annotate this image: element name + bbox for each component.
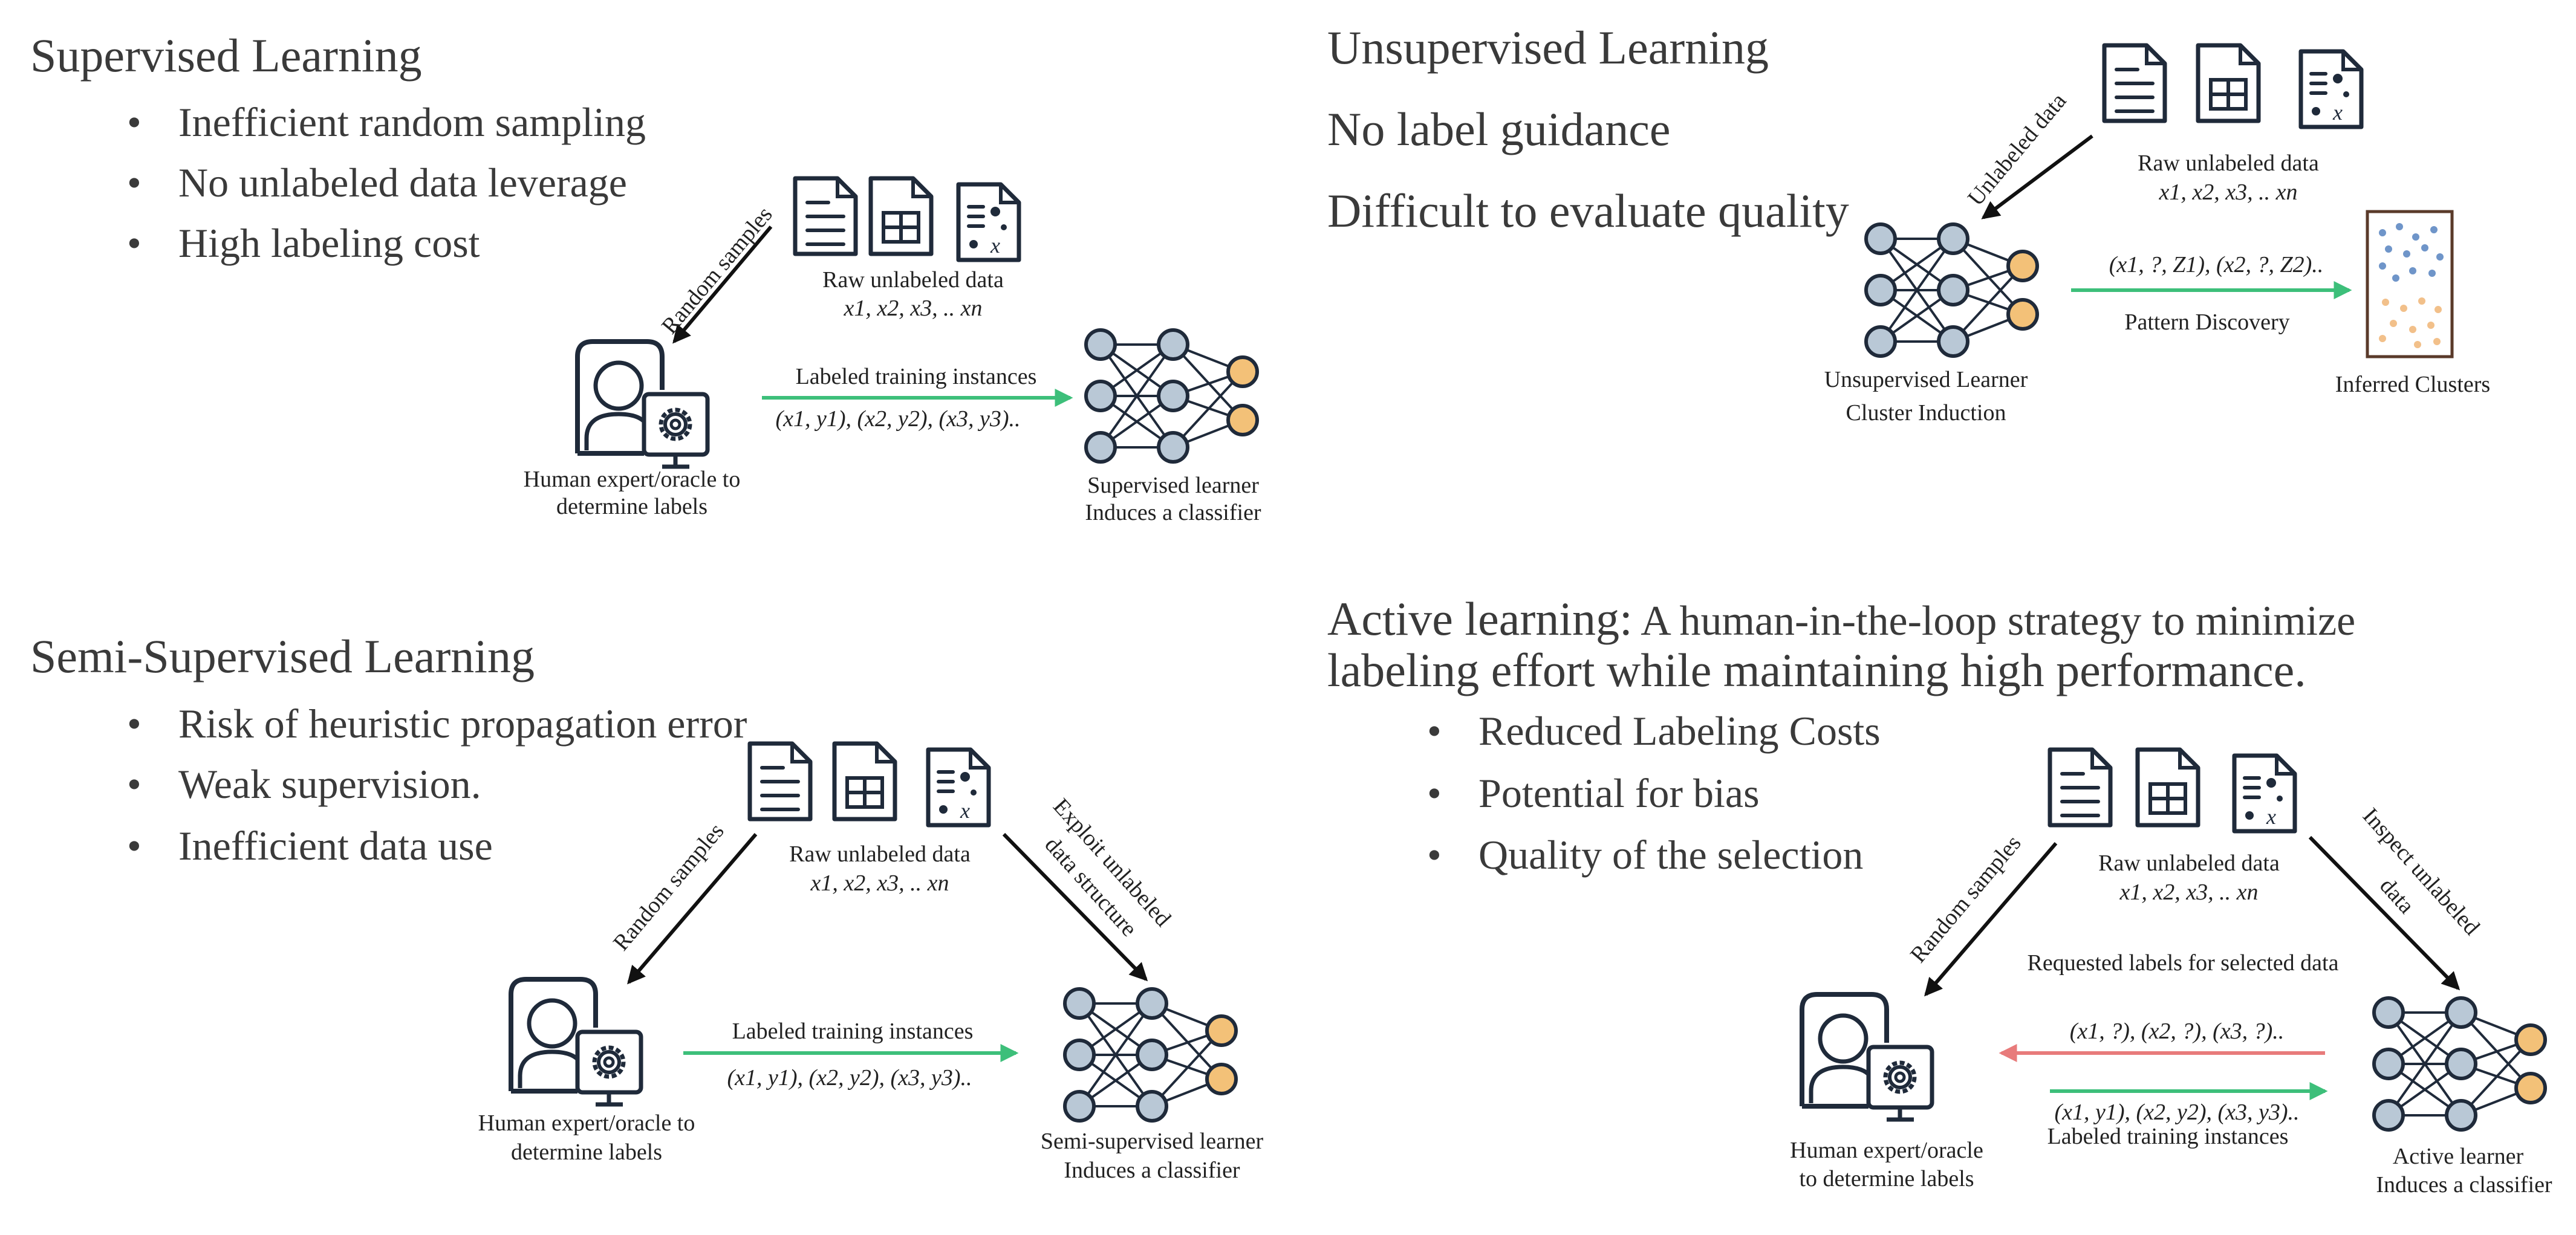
neural-network-icon: [1866, 224, 2037, 356]
learner-label-line2: Induces a classifier: [1064, 1158, 1240, 1183]
learner-label-line1: Supervised learner: [1087, 473, 1259, 498]
human-expert-icon: [511, 979, 641, 1104]
bullet-item: No unlabeled data leverage: [178, 160, 627, 206]
semi-heading: Semi-Supervised Learning: [30, 630, 535, 682]
table-document-icon: [834, 744, 895, 819]
semi-bullets: • Risk of heuristic propagation error • …: [127, 701, 747, 869]
document-icon: [795, 178, 856, 254]
svg-text:•: •: [127, 761, 141, 807]
svg-text:•: •: [1427, 708, 1442, 754]
semi-supervised-panel: Semi-Supervised Learning • Risk of heuri…: [30, 630, 1263, 1183]
document-icon: [2104, 45, 2165, 121]
requested-formula: (x1, ?), (x2, ?), (x3, ?)..: [2070, 1019, 2285, 1044]
random-samples-arrow: [672, 225, 773, 344]
cluster-box: [2366, 210, 2454, 358]
supervised-bullets: • Inefficient random sampling • No unlab…: [127, 99, 646, 266]
human-label-line2: to determine labels: [1799, 1166, 1974, 1191]
raw-data-formula: x1, x2, x3, .. xn: [844, 296, 983, 321]
document-icon: [750, 744, 810, 819]
training-label: Labeled training instances: [2047, 1124, 2289, 1149]
human-expert-icon: [1802, 994, 1932, 1120]
learner-label-line2: Induces a classifier: [2376, 1172, 2552, 1198]
unsupervised-point: No label guidance: [1327, 103, 1670, 155]
table-document-icon: [871, 178, 931, 254]
data-document-icon: [2234, 756, 2295, 831]
data-document-icon: [2301, 51, 2361, 127]
bullet-item: Inefficient data use: [178, 823, 493, 869]
unsupervised-point: Difficult to evaluate quality: [1327, 184, 1849, 237]
human-label-line2: determine labels: [556, 494, 707, 519]
unlabeled-data-arrow: [1981, 134, 2093, 219]
raw-data-label: Raw unlabeled data: [2138, 151, 2319, 176]
bullet-item: High labeling cost: [178, 220, 480, 266]
random-samples-label: Random samples: [657, 202, 778, 339]
human-expert-icon: [577, 342, 707, 467]
neural-network-icon: [2374, 998, 2545, 1130]
raw-data-label: Raw unlabeled data: [822, 267, 1004, 293]
bullet-item: Reduced Labeling Costs: [1478, 708, 1881, 754]
raw-data-formula: x1, x2, x3, .. xn: [810, 870, 949, 896]
pattern-label: Pattern Discovery: [2124, 310, 2289, 335]
human-label-line1: Human expert/oracle to: [524, 467, 741, 492]
raw-data-formula: x1, x2, x3, .. xn: [2119, 880, 2259, 905]
svg-text:•: •: [1427, 832, 1442, 878]
random-samples-arrow: [1924, 842, 2058, 997]
bullet-item: Risk of heuristic propagation error: [178, 701, 747, 747]
learner-label-line1: Semi-supervised learner: [1041, 1129, 1264, 1154]
svg-text:•: •: [127, 160, 141, 206]
table-document-icon: [2138, 750, 2198, 825]
svg-text:•: •: [127, 701, 141, 747]
pattern-formula: (x1, ?, Z1), (x2, ?, Z2)..: [2109, 252, 2324, 277]
training-formula: (x1, y1), (x2, y2), (x3, y3)..: [2054, 1100, 2299, 1125]
svg-text:•: •: [127, 220, 141, 266]
learner-label-line2: Cluster Induction: [1846, 400, 2006, 426]
supervised-heading: Supervised Learning: [30, 29, 422, 82]
human-label-line2: determine labels: [511, 1139, 662, 1165]
unsupervised-panel: Unsupervised Learning No label guidance …: [1327, 21, 2490, 426]
raw-data-formula: x1, x2, x3, .. xn: [2159, 180, 2298, 205]
bullet-item: Potential for bias: [1478, 770, 1760, 816]
neural-network-icon: [1065, 989, 1236, 1121]
active-learning-panel: Active learning: A human-in-the-loop str…: [1327, 592, 2552, 1198]
learner-label-line1: Unsupervised Learner: [1824, 367, 2028, 392]
bullet-item: Quality of the selection: [1478, 832, 1863, 878]
table-document-icon: [2198, 45, 2259, 121]
data-document-icon: [928, 750, 989, 825]
bullet-item: Weak supervision.: [178, 761, 481, 807]
neural-network-icon: [1086, 330, 1257, 462]
active-heading-line2: labeling effort while maintaining high p…: [1327, 644, 2306, 696]
training-label: Labeled training instances: [732, 1019, 974, 1044]
training-label: Labeled training instances: [796, 364, 1037, 389]
training-formula: (x1, y1), (x2, y2), (x3, y3)..: [727, 1065, 972, 1091]
data-document-icon: [958, 184, 1019, 260]
inspect-label-line1: Inspect unlabeled: [2358, 803, 2485, 940]
unsupervised-heading: Unsupervised Learning: [1327, 21, 1769, 74]
active-heading: Active learning: A human-in-the-loop str…: [1327, 592, 2355, 645]
requested-label: Requested labels for selected data: [2028, 950, 2339, 976]
svg-text:•: •: [127, 823, 141, 869]
human-label-line1: Human expert/oracle to: [478, 1110, 695, 1136]
clusters-label: Inferred Clusters: [2335, 372, 2490, 397]
learner-label-line1: Active learner: [2393, 1144, 2524, 1169]
inspect-data-arrow: [2308, 835, 2461, 991]
human-label-line1: Human expert/oracle: [1790, 1138, 1983, 1163]
random-samples-arrow: [627, 833, 758, 985]
svg-text:•: •: [1427, 770, 1442, 816]
bullet-item: Inefficient random sampling: [178, 99, 646, 145]
training-formula: (x1, y1), (x2, y2), (x3, y3)..: [775, 406, 1020, 432]
svg-text:•: •: [127, 99, 141, 145]
supervised-panel: Supervised Learning • Inefficient random…: [30, 29, 1261, 525]
raw-data-label: Raw unlabeled data: [2098, 851, 2280, 876]
exploit-data-arrow: [1002, 832, 1148, 982]
raw-data-label: Raw unlabeled data: [789, 841, 971, 867]
active-bullets: • Reduced Labeling Costs • Potential for…: [1427, 708, 1881, 878]
document-icon: [2050, 750, 2110, 825]
learner-label-line2: Induces a classifier: [1085, 500, 1261, 525]
